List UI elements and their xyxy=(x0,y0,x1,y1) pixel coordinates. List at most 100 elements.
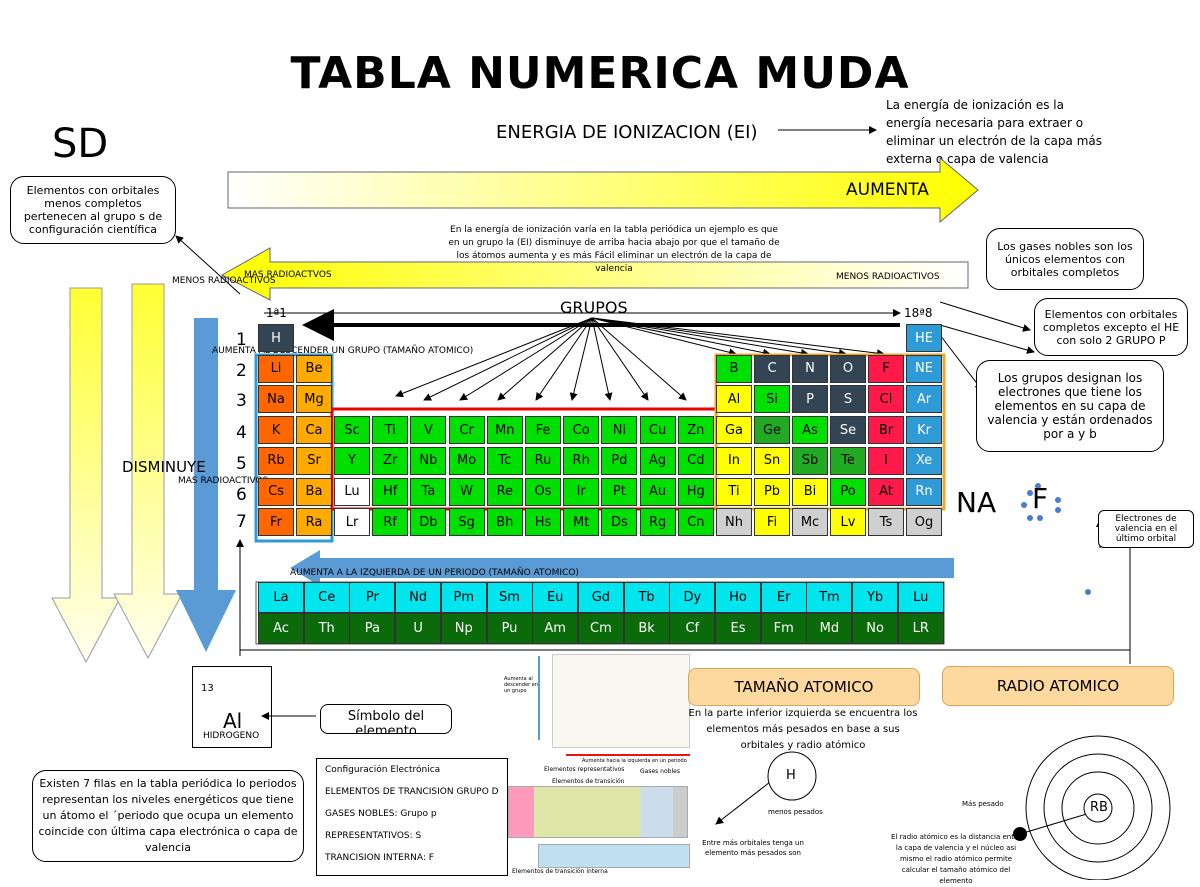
element-se: Se xyxy=(830,416,866,445)
card-symbol: Al xyxy=(223,709,243,733)
element-card: 13 Al HIDROGENO xyxy=(192,666,272,748)
config-line: GASES NOBLES: Grupo p xyxy=(325,809,437,819)
element-mn: Mn xyxy=(486,416,523,445)
grupos-label: GRUPOS xyxy=(560,298,628,317)
lanthanide-er: Er xyxy=(760,582,807,613)
element-ta: Ta xyxy=(410,477,447,506)
aumenta-periodo-arrow xyxy=(290,550,954,586)
element-db: Db xyxy=(410,508,447,537)
actinide-pa: Pa xyxy=(349,613,396,644)
lanthanide-yb: Yb xyxy=(852,582,899,613)
element-k: K xyxy=(258,416,294,445)
element-as: As xyxy=(792,416,828,445)
mini-left-arrow xyxy=(566,754,690,756)
lanthanide-pr: Pr xyxy=(349,582,396,613)
actinide-u: U xyxy=(395,613,442,644)
element-bh: Bh xyxy=(486,508,523,537)
element-mt: Mt xyxy=(563,508,600,537)
lanthanide-pm: Pm xyxy=(440,582,487,613)
element-rn: Rn xyxy=(906,477,942,506)
element-na: Na xyxy=(258,385,294,414)
element-ra: Ra xyxy=(296,508,332,537)
element-o: O xyxy=(830,354,866,383)
config-title: Configuración Electrónica xyxy=(325,765,441,775)
element-f: F xyxy=(868,354,904,383)
element-xe: Xe xyxy=(906,446,942,475)
element-sn: Sn xyxy=(754,446,790,475)
period-7: 7 xyxy=(236,512,247,532)
mini-left-label: Aumenta al descender en un grupo xyxy=(504,676,538,694)
element-zn: Zn xyxy=(677,416,714,445)
element-zr: Zr xyxy=(372,446,409,475)
element-fe: Fe xyxy=(525,416,561,445)
element-c: C xyxy=(754,354,790,383)
element-w: W xyxy=(448,477,485,506)
mini-rep: Elementos representativos xyxy=(544,766,625,773)
element-i: I xyxy=(868,446,904,475)
element-hg: Hg xyxy=(677,477,714,506)
radio-box: RADIO ATOMICO xyxy=(942,666,1174,706)
ei-definition: La energía de ionización es la energía n… xyxy=(886,98,1102,166)
element-ar: Ar xyxy=(906,385,942,414)
period-4: 4 xyxy=(236,423,247,443)
element-mg: Mg xyxy=(296,385,332,414)
element-b: B xyxy=(716,354,752,383)
actinide-am: Am xyxy=(532,613,579,644)
element-al: Al xyxy=(716,385,752,414)
element-co: Co xyxy=(563,416,600,445)
element-te: Te xyxy=(830,446,866,475)
element-og: Og xyxy=(906,508,942,537)
mini-periodic-table xyxy=(508,786,688,838)
element-pt: Pt xyxy=(601,477,638,506)
config-line: TRANCISION INTERNA: F xyxy=(325,853,434,863)
element-rg: Rg xyxy=(639,508,676,537)
element-rb: Rb xyxy=(258,446,294,475)
element-he: HE xyxy=(906,324,942,352)
element-mo: Mo xyxy=(448,446,485,475)
box-p-group: Elementos con orbitales completos except… xyxy=(1034,298,1188,356)
element-fi: Fi xyxy=(754,508,790,537)
group-first: 1ª1 xyxy=(266,306,287,320)
element-hs: Hs xyxy=(525,508,561,537)
element-sr: Sr xyxy=(296,446,332,475)
config-line: REPRESENTATIVOS: S xyxy=(325,831,422,841)
element-ts: Ts xyxy=(868,508,904,537)
lanthanide-tb: Tb xyxy=(623,582,670,613)
actinide-lr: LR xyxy=(897,613,944,644)
period-6: 6 xyxy=(236,485,247,505)
element-ne: NE xyxy=(906,354,942,383)
actinide-es: Es xyxy=(715,613,761,644)
element-cs: Cs xyxy=(258,477,294,506)
h-label: H xyxy=(786,768,796,783)
lanthanide-tm: Tm xyxy=(806,582,853,613)
actinide-fm: Fm xyxy=(760,613,807,644)
element-lu: Lu xyxy=(334,477,370,506)
element-ba: Ba xyxy=(296,477,332,506)
config-box: Configuración Electrónica ELEMENTOS DE T… xyxy=(316,758,508,876)
actinide-th: Th xyxy=(303,613,350,644)
element-be: Be xyxy=(296,354,332,383)
element-ds: Ds xyxy=(601,508,638,537)
down-arrow-1 xyxy=(51,287,121,664)
rb-label: RB xyxy=(1090,800,1108,815)
tamano-desc: En la parte inferior izquierda se encuen… xyxy=(688,708,918,751)
element-p: P xyxy=(792,385,828,414)
box-noble: Los gases nobles son los únicos elemento… xyxy=(986,228,1144,290)
entre-mas: Entre más orbitales tenga un elemento má… xyxy=(702,839,804,857)
ei-example: En la energía de ionización varía en la … xyxy=(448,225,780,274)
menos-pesados: menos pesados xyxy=(768,808,823,816)
element-cl: Cl xyxy=(868,385,904,414)
actinide-pu: Pu xyxy=(486,613,533,644)
actinide-bk: Bk xyxy=(623,613,670,644)
element-ge: Ge xyxy=(754,416,790,445)
element-si: Si xyxy=(754,385,790,414)
element-tc: Tc xyxy=(486,446,523,475)
period-1: 1 xyxy=(236,330,247,350)
actinide-cf: Cf xyxy=(669,613,716,644)
element-s: S xyxy=(830,385,866,414)
element-ca: Ca xyxy=(296,416,332,445)
element-at: At xyxy=(868,477,904,506)
element-sb: Sb xyxy=(792,446,828,475)
mini-noble: Gases nobles xyxy=(640,768,680,775)
period-5: 5 xyxy=(236,454,247,474)
